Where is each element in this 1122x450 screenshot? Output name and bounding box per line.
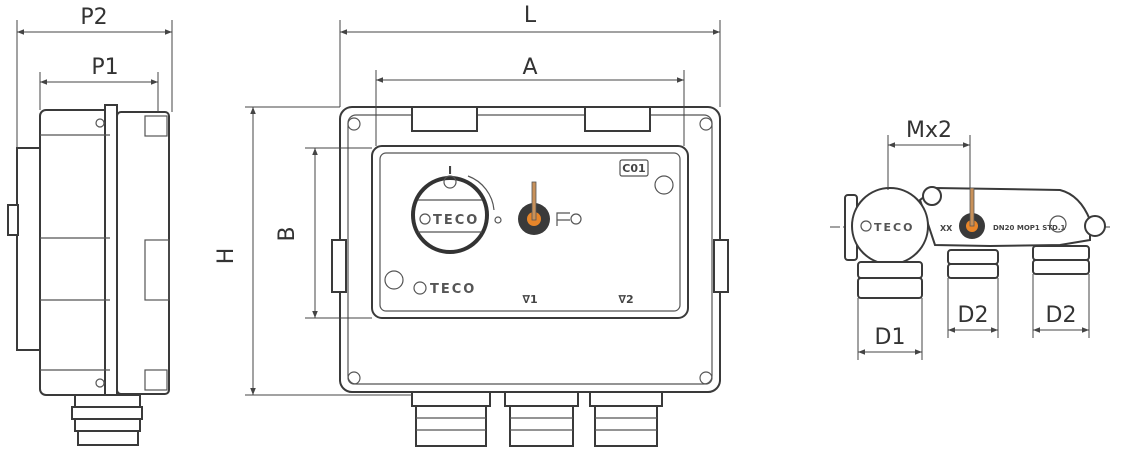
dim-d2-right-label: D2 [1046, 303, 1077, 328]
dim-d1-label: D1 [875, 325, 906, 350]
xx-mark: XX [940, 224, 953, 233]
teco-logo-icon [860, 220, 872, 232]
main-valve-knob[interactable]: TECO [411, 175, 489, 254]
right-view: TECO XX DN20 MOP1 STD.1 Mx2 D1 D2 D2 [830, 118, 1112, 360]
teco-logo-icon [413, 281, 427, 295]
side-cable-gland [71, 394, 143, 446]
outlet-1-label: ∇1 [522, 293, 537, 306]
switch-mark: I [448, 164, 452, 177]
front-cable-glands [411, 391, 663, 447]
dim-a-label: A [522, 55, 537, 80]
dim-d2-left-label: D2 [958, 303, 989, 328]
rotation-arrow-icon [467, 175, 495, 211]
dim-h-label: H [214, 248, 239, 265]
side-view: P2 P1 [7, 5, 173, 446]
pressure-symbol-icon [556, 212, 570, 226]
front-view: TECO I C01 TECO ∇1 ∇2 [214, 3, 729, 447]
outlet-2-label: ∇2 [618, 293, 633, 306]
dim-p2-label: P2 [80, 5, 107, 30]
panel-brand: TECO [430, 282, 476, 297]
dim-b-label: B [275, 226, 300, 241]
dim-l-label: L [524, 3, 537, 28]
dim-p1-label: P1 [91, 55, 118, 80]
code-badge: C01 [622, 162, 645, 175]
marking-text: DN20 MOP1 STD.1 [993, 224, 1065, 232]
dim-mx2-label: Mx2 [906, 118, 952, 143]
right-brand: TECO [874, 221, 914, 234]
teco-logo-icon [419, 213, 431, 225]
pressure-test-nipple[interactable] [518, 181, 550, 235]
knob-brand: TECO [433, 213, 479, 228]
